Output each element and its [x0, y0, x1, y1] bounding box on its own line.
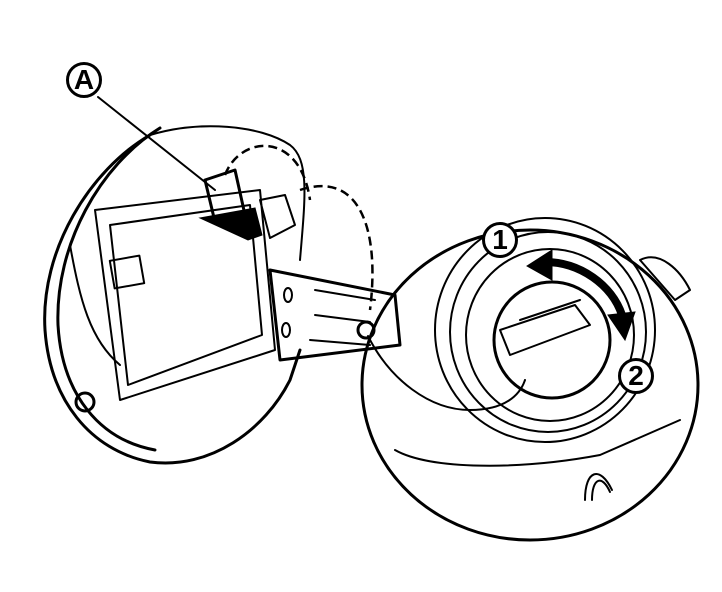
- callout-2-text: 2: [628, 360, 644, 391]
- callout-1: 1: [482, 222, 518, 258]
- hinge-arm: [223, 144, 402, 362]
- filler-neck: [360, 217, 700, 542]
- rotation-arrow-icon: [526, 249, 636, 342]
- callout-a: A: [66, 62, 102, 98]
- leader-line-a: [97, 96, 216, 191]
- fuel-lid-door: [43, 125, 306, 465]
- tether-cable: [367, 335, 526, 411]
- fuel-cap: [492, 280, 612, 400]
- callout-1-text: 1: [492, 224, 508, 255]
- callout-a-text: A: [73, 64, 95, 95]
- callout-2: 2: [618, 358, 654, 394]
